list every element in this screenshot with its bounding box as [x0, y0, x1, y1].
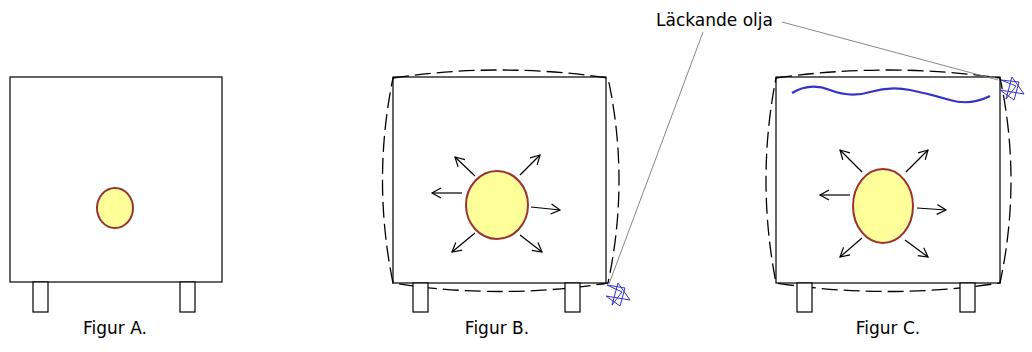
tank-c [766, 70, 1024, 312]
figure-caption: Figur A. [83, 318, 147, 338]
leak-label: Läckande olja [656, 10, 773, 30]
tank-a [10, 77, 222, 312]
tank-b [383, 70, 631, 312]
oil-leak-b [606, 283, 630, 306]
leader-lines [609, 22, 998, 284]
oil-leak-c [1000, 77, 1024, 100]
figure-caption: Figur B. [465, 318, 529, 338]
figure-caption: Figur C. [856, 318, 921, 338]
